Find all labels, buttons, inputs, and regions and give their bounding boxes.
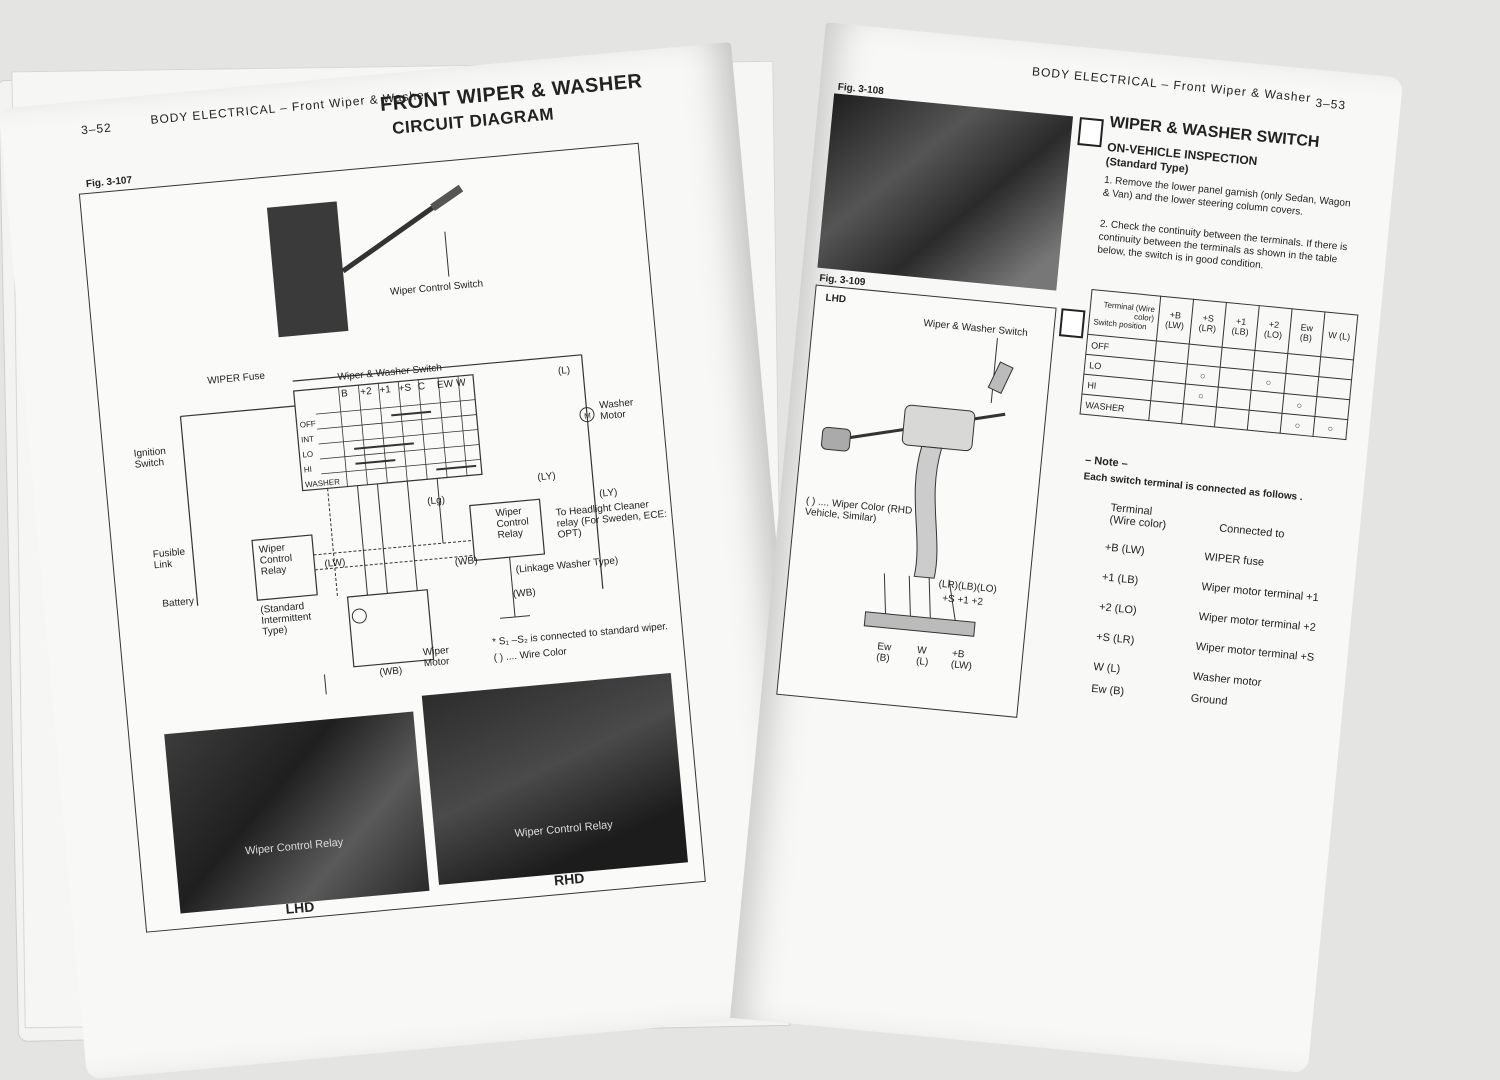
step-2: 2. Check the continuity between the term… xyxy=(1096,218,1348,272)
lhd-photo-label: Wiper Control Relay xyxy=(244,836,344,858)
note-text: Each switch terminal is connected as fol… xyxy=(1083,471,1304,504)
table-col-header: W (L) xyxy=(1320,311,1358,360)
wiper-control-relay-label: Wiper Control Relay xyxy=(258,542,293,578)
right-section-header: BODY ELECTRICAL – Front Wiper & Washer xyxy=(1031,64,1312,106)
lhd-relay-photo: Wiper Control Relay xyxy=(164,711,430,914)
table-col-header: +S (LR) xyxy=(1189,299,1227,348)
switch-col: +2 xyxy=(359,386,373,399)
switch-row: WASHER xyxy=(304,477,341,490)
connector-ew: Ew (B) xyxy=(875,641,892,665)
wire-ly-label-2: (LY) xyxy=(598,487,618,500)
wire-wb-label: (WB) xyxy=(454,555,479,569)
continuity-table: Terminal (Wire color) Switch position +B… xyxy=(1080,289,1359,440)
switch-col: W xyxy=(455,377,467,390)
linkage-relay-label: Wiper Control Relay xyxy=(495,505,530,542)
ignition-switch-label: Ignition Switch xyxy=(133,445,167,471)
switch-rows: OFF INT LO HI WASHER xyxy=(299,415,340,493)
note-title: – Note – xyxy=(1084,454,1129,471)
switch-location-photo xyxy=(817,93,1074,291)
conn-head-left: Terminal (Wire color) xyxy=(1108,501,1167,532)
connector-b: +B (LW) xyxy=(950,648,973,673)
wire-ly-label: (LY) xyxy=(537,470,557,484)
washer-motor-label: Washer Motor xyxy=(598,397,634,423)
wire-l-label: (L) xyxy=(557,364,571,378)
step-1: 1. Remove the lower panel garnish (only … xyxy=(1102,174,1352,218)
switch-col: C xyxy=(417,381,426,393)
rhd-photo-label: Wiper Control Relay xyxy=(514,818,614,840)
conn-target: Ground xyxy=(1190,692,1228,708)
inspect-icon xyxy=(1077,117,1104,148)
relay-note-label: (Standard Intermittent Type) xyxy=(259,601,312,638)
left-page: 3–52 BODY ELECTRICAL – Front Wiper & Was… xyxy=(0,42,820,1080)
svg-text:M: M xyxy=(584,411,592,421)
connection-list: +B (LW)WIPER fuse +1 (LB)Wiper motor ter… xyxy=(1090,541,1345,727)
switch-col: +S xyxy=(398,382,412,395)
wire-lw-label: (LW) xyxy=(323,557,346,570)
table-col-header: +2 (LO) xyxy=(1254,305,1293,354)
circuit-diagram: M xyxy=(179,184,604,695)
connector-w: W (L) xyxy=(915,644,929,669)
wire-wb-label-2: (WB) xyxy=(512,586,537,600)
right-page: BODY ELECTRICAL – Front Wiper & Washer 3… xyxy=(730,22,1404,1074)
right-page-number: 3–53 xyxy=(1314,95,1347,113)
switch-col: EW xyxy=(436,378,454,392)
rhd-caption: RHD xyxy=(553,869,586,889)
table-corner: Terminal (Wire color) Switch position xyxy=(1087,289,1161,341)
switch-col: B xyxy=(340,388,349,400)
lhd-caption: LHD xyxy=(284,898,315,917)
table-col-header: Ew (B) xyxy=(1287,308,1325,357)
wire-wb-label-3: (WB) xyxy=(379,665,403,679)
left-page-number: 3–52 xyxy=(80,120,113,138)
figure-109: LHD Wiper & Washer Switch ( ) .... Wiper… xyxy=(776,284,1057,718)
wire-lg-label: (Lg) xyxy=(426,494,446,508)
figure-107: M xyxy=(78,142,706,933)
fig-107-label: Fig. 3-107 xyxy=(85,174,133,191)
fusible-link-label: Fusible Link xyxy=(152,546,186,572)
inspect-icon-2 xyxy=(1058,308,1086,339)
switch-drawing xyxy=(820,338,1014,637)
rhd-relay-photo: Wiper Control Relay xyxy=(421,673,688,885)
wiper-motor-label: Wiper Motor xyxy=(422,645,450,670)
table-col-header: +1 (LB) xyxy=(1222,302,1260,351)
conn-head-right: Connected to xyxy=(1218,522,1285,541)
table-col-header: +B (LW) xyxy=(1156,296,1194,345)
switch-col: +1 xyxy=(379,384,392,397)
